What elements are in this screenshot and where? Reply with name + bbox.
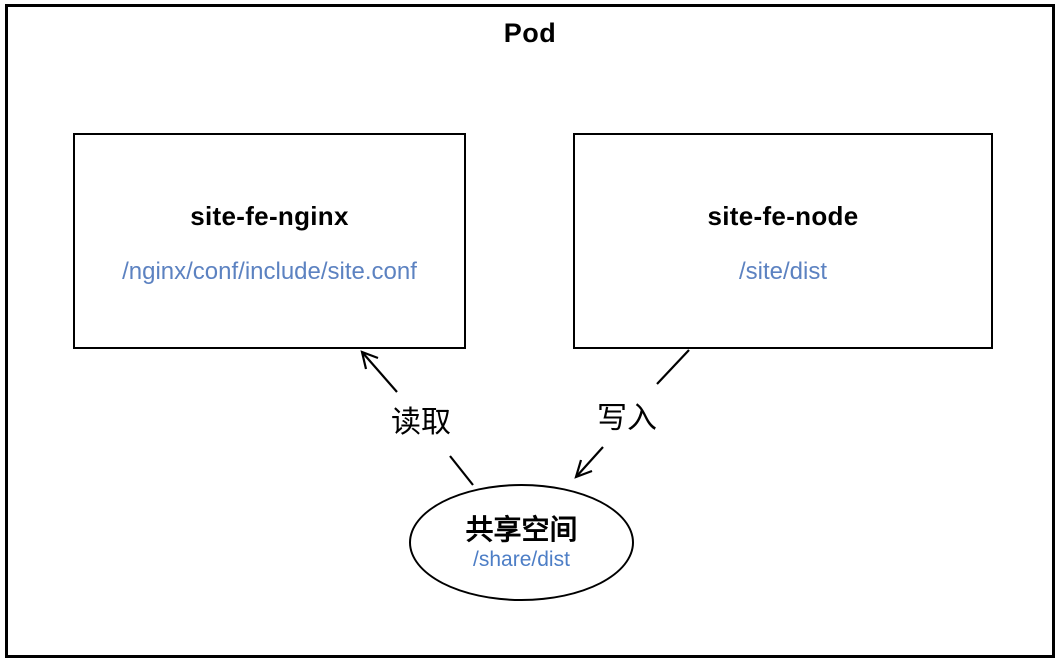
container-site-fe-nginx: site-fe-nginx /nginx/conf/include/site.c…	[73, 133, 466, 349]
pod-title: Pod	[503, 18, 557, 48]
container-name: site-fe-nginx	[190, 201, 349, 231]
container-mount-path: /site/dist	[738, 258, 828, 285]
write-arrow-label: 写入	[597, 402, 657, 435]
container-name: site-fe-node	[707, 201, 859, 231]
read-arrow-label: 读取	[391, 406, 451, 439]
shared-volume-ellipse: 共享空间 /share/dist	[409, 484, 634, 601]
container-site-fe-node: site-fe-node /site/dist	[573, 133, 993, 349]
container-mount-path: /nginx/conf/include/site.conf	[122, 258, 417, 285]
volume-name: 共享空间	[465, 514, 578, 545]
volume-mount-path: /share/dist	[473, 548, 570, 571]
